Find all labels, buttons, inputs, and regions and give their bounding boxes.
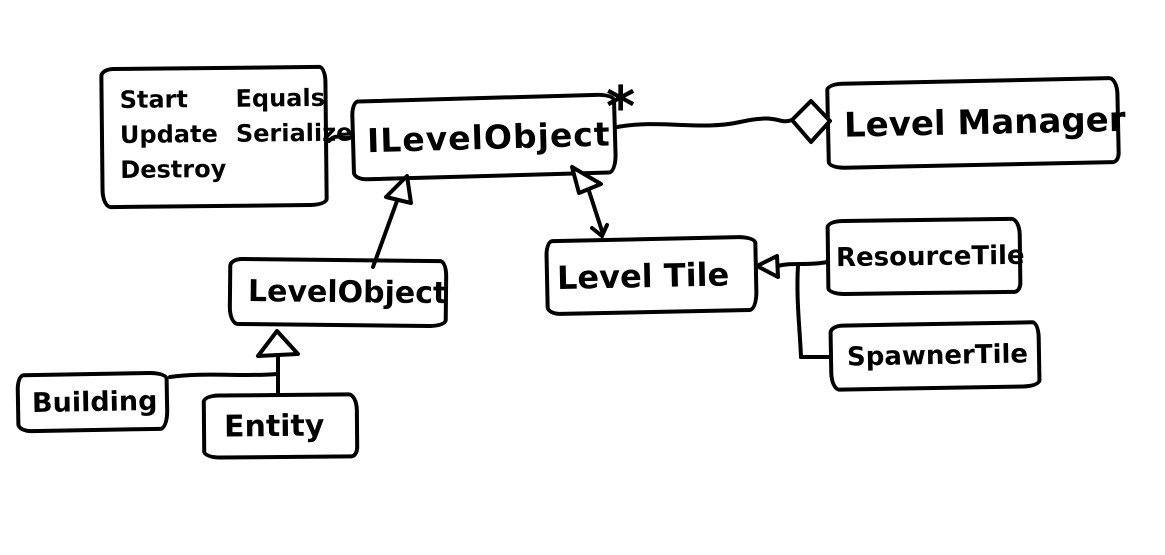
node-ilevelobject-label: ILevelObject (366, 113, 612, 160)
method-update: Update (119, 119, 218, 149)
methods-column-1: Start Update Destroy (119, 82, 226, 188)
edge-levelobject-generalization (371, 199, 399, 269)
node-building: Building (15, 370, 170, 434)
node-leveltile: Level Tile (544, 234, 759, 317)
node-levelmanager-label: Level Manager (843, 99, 1126, 146)
generalization-arrowhead-levelobject-children (256, 329, 300, 358)
pen-arrowhead-at-leveltile (590, 223, 609, 240)
aggregation-diamond-icon (790, 99, 832, 144)
node-building-label: Building (31, 385, 158, 419)
node-levelobject: LevelObject (227, 256, 449, 329)
edge-tiles-trunk (795, 263, 803, 359)
node-spawnertile-label: SpawnerTile (846, 339, 1029, 373)
edge-aggregation-line (615, 116, 794, 129)
node-leveltile-label: Level Tile (556, 254, 730, 297)
method-equals: Equals (235, 83, 326, 113)
method-start: Start (119, 85, 189, 114)
node-levelobject-label: LevelObject (247, 274, 448, 312)
node-spawnertile: SpawnerTile (828, 320, 1042, 392)
node-levelmanager: Level Manager (825, 75, 1126, 171)
method-serialize: Serialize (235, 118, 353, 148)
edge-building-line (168, 372, 279, 379)
edge-resourcetile-line (776, 260, 829, 268)
node-entity-label: Entity (223, 408, 325, 444)
generalization-arrowhead-tiles (755, 254, 780, 279)
node-resourcetile-label: ResourceTile (835, 240, 1025, 273)
methods-columns: Start Update Destroy Equals Serialize (119, 81, 353, 188)
edge-leveltile-generalization (587, 189, 604, 233)
node-ilevelobject: ILevelObject (349, 92, 619, 182)
node-entity: Entity (201, 392, 360, 460)
methods-column-2: Equals Serialize (235, 81, 353, 187)
node-resourcetile: ResourceTile (825, 216, 1025, 297)
method-destroy: Destroy (120, 154, 227, 184)
node-interface-methods: Start Update Destroy Equals Serialize (99, 64, 353, 210)
aggregation-multiplicity-label: * (606, 75, 636, 140)
